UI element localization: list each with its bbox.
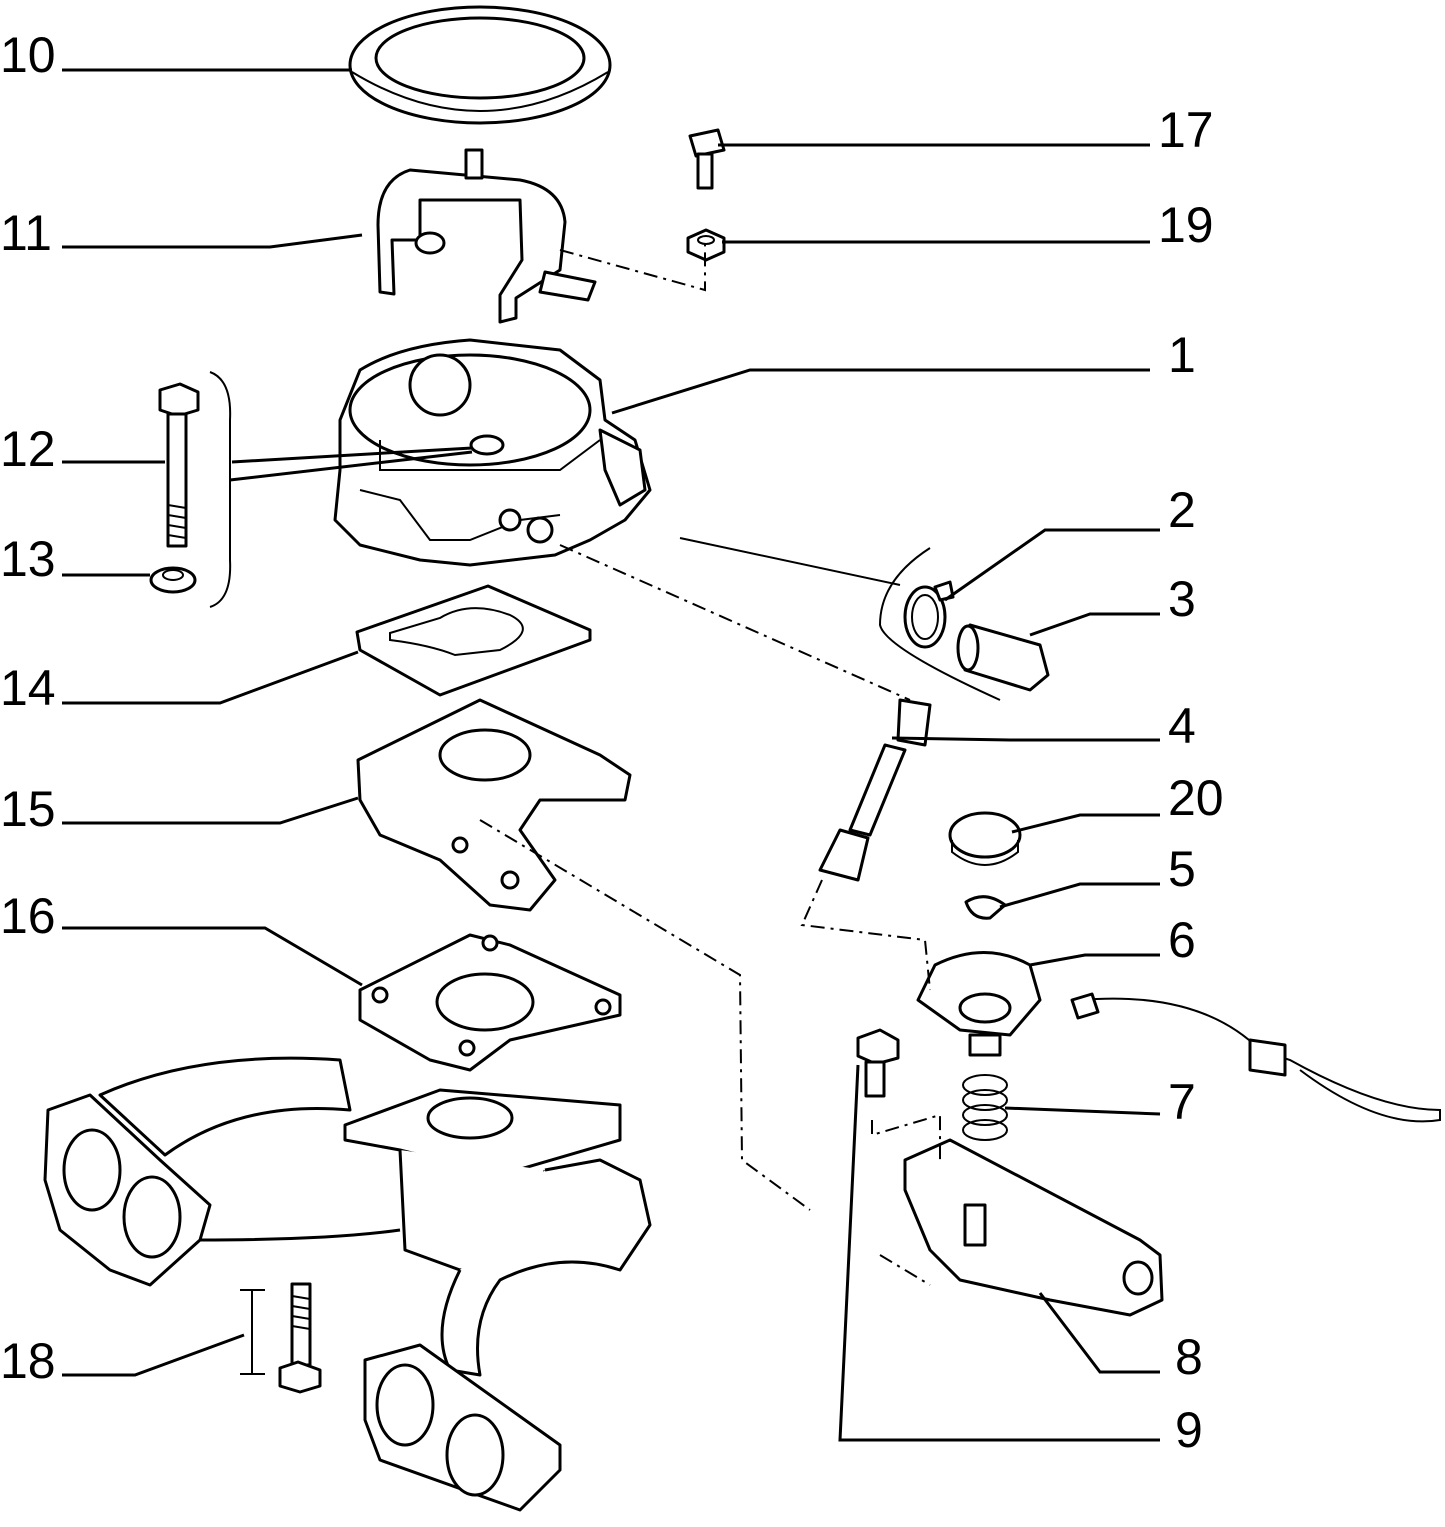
part-18-stud — [240, 1282, 322, 1394]
part-13-washer — [149, 566, 197, 594]
leader-4 — [891, 736, 1160, 742]
leader-11 — [62, 233, 363, 249]
part-15-spacer-block — [356, 698, 632, 912]
part-7-spring — [962, 1074, 1008, 1141]
leader-9 — [838, 1064, 1160, 1442]
callout-11: 11 — [0, 205, 52, 261]
leader-5 — [999, 882, 1160, 909]
callout-12: 12 — [0, 421, 56, 477]
leader-16 — [62, 926, 363, 987]
callout-13: 13 — [0, 531, 56, 587]
callout-1: 1 — [1168, 327, 1196, 383]
callout-20: 20 — [1168, 770, 1224, 826]
leader-7 — [1004, 1106, 1161, 1116]
callout-7: 7 — [1168, 1074, 1196, 1130]
callout-4: 4 — [1168, 698, 1196, 754]
part-20-cap — [948, 811, 1022, 866]
leader-3 — [1029, 612, 1160, 637]
callout-2: 2 — [1168, 482, 1196, 538]
leader-15 — [62, 796, 359, 825]
leader-18 — [62, 1333, 245, 1377]
dash-line-9-8 — [871, 1113, 941, 1160]
callout-8: 8 — [1175, 1329, 1203, 1385]
part-4-sensor-pipe — [818, 698, 932, 882]
part-8-mounting-bracket — [903, 1138, 1164, 1317]
callout-9: 9 — [1175, 1402, 1203, 1458]
callout-18: 18 — [0, 1333, 56, 1389]
part-6-sensor — [916, 951, 1441, 1123]
part-11-bracket — [376, 148, 597, 324]
leader-14 — [62, 650, 359, 705]
part-10-gasket-ring — [348, 5, 612, 125]
callout-15: 15 — [0, 781, 56, 837]
group-bracket-12-13 — [209, 371, 232, 608]
part-14-gasket-plate — [355, 584, 592, 697]
callout-10: 10 — [0, 27, 56, 83]
part-17-bolt — [688, 128, 726, 190]
part-5-clip — [964, 895, 1007, 920]
callout-19: 19 — [1158, 197, 1214, 253]
intake-manifold — [43, 1056, 652, 1512]
dash-line-19-1 — [559, 240, 706, 292]
part-1-throttle-body — [333, 338, 652, 567]
group-bracket-2-3 — [679, 537, 1001, 701]
callout-16: 16 — [0, 888, 56, 944]
leader-8 — [1038, 1292, 1160, 1374]
callout-17: 17 — [1158, 102, 1214, 158]
dash-line-4-6 — [800, 879, 931, 991]
leader-6 — [1029, 953, 1160, 967]
leader-12 — [62, 446, 473, 482]
part-9-screw — [856, 1028, 900, 1098]
callout-14: 14 — [0, 660, 56, 716]
callout-6: 6 — [1168, 912, 1196, 968]
part-2-hose-clamp — [903, 580, 955, 649]
callout-5: 5 — [1168, 841, 1196, 897]
dash-line-15-8 — [479, 819, 811, 1211]
part-16-gasket — [358, 933, 622, 1072]
callout-3: 3 — [1168, 571, 1196, 627]
part-12-long-bolt — [158, 382, 200, 548]
leader-1 — [611, 368, 1150, 415]
dash-line-8-lower — [879, 1254, 931, 1286]
dash-line-1-4 — [559, 544, 911, 701]
leader-20 — [1011, 813, 1160, 834]
part-3-filter-sleeve — [956, 623, 1050, 692]
leader-2 — [944, 528, 1160, 602]
